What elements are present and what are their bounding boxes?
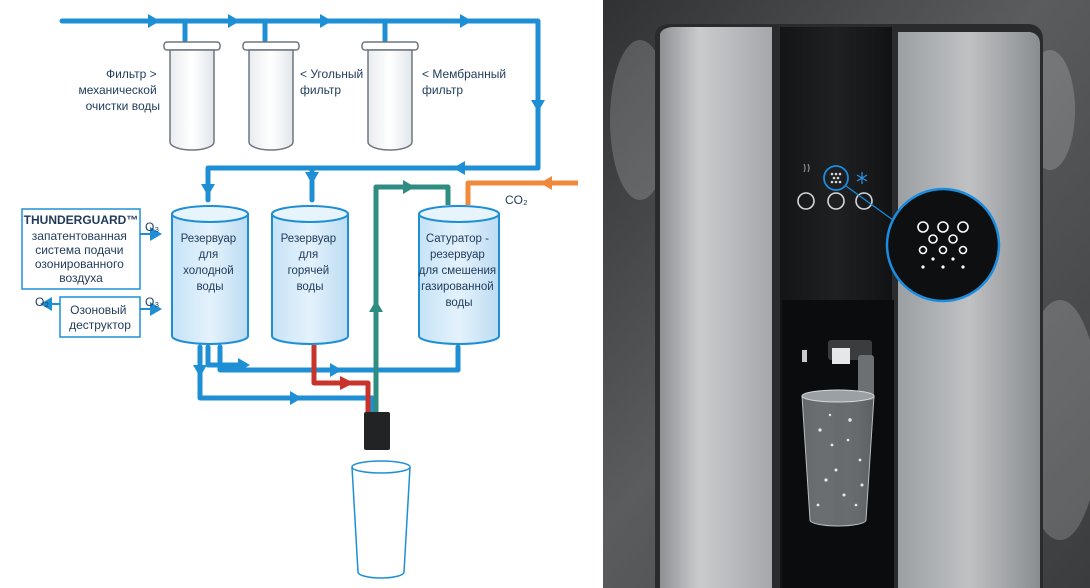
ozone-destructor-box: Озоновый деструктор [59, 296, 141, 338]
tank-hot [271, 205, 349, 345]
filter-mechanical [163, 41, 221, 151]
filter-carbon [242, 41, 300, 151]
co2-arrow [540, 176, 552, 190]
sparkling-icon-zoomed [917, 221, 969, 255]
hot-water-arrow [340, 376, 354, 390]
sparkling-icon-dots [921, 257, 965, 269]
cold-water-button[interactable] [855, 192, 873, 210]
filter-label-membrane: < Мембранный фильтр [422, 67, 509, 97]
sparkling-glass [801, 389, 875, 527]
tank-label-saturator: Сатуратор - резервуар для смешения газир… [419, 233, 500, 309]
dispense-nozzle [364, 412, 390, 450]
water-system-diagram: CO₂ Фильтр > механической очистки воды <… [21, 14, 578, 579]
faucet [828, 340, 874, 400]
destructor-ozone-label: O₃ [145, 295, 159, 309]
thunderguard-box: THUNDERGUARD™ запатентованная система по… [21, 208, 141, 290]
thunderguard-description: запатентованная система подачи озонирова… [32, 229, 130, 285]
right-side-panel [898, 32, 1040, 588]
zoom-connector [845, 185, 894, 221]
sparkling-arrow-right [403, 180, 415, 194]
thunderguard-title: THUNDERGUARD™ [24, 213, 139, 227]
left-side-panel [660, 27, 772, 588]
glass-outline [351, 460, 411, 579]
hot-water-button[interactable] [797, 192, 815, 210]
ozone-in-label: O₃ [145, 220, 159, 234]
filter-label-carbon: < Угольный фильтр [300, 67, 367, 97]
zoom-callout [885, 187, 1001, 303]
sparkling-water-button[interactable] [827, 192, 845, 210]
co2-label: CO₂ [505, 193, 528, 207]
cold-water-icon [856, 172, 868, 184]
product-photo [603, 0, 1090, 588]
sparkling-arrow-up [369, 300, 383, 312]
highlight-ring [823, 165, 849, 191]
tank-label-hot: Резервуар для горячей воды [281, 233, 340, 293]
indicator-light [802, 350, 807, 362]
tank-label-cold: Резервуар для холодной воды [181, 233, 240, 293]
oxygen-label: O₂ [35, 295, 49, 309]
filter-membrane [361, 41, 419, 151]
tank-cold [171, 205, 249, 345]
tank-saturator [418, 205, 500, 345]
water-arrows [40, 14, 545, 405]
ozone-destructor-label: Озоновый деструктор [69, 303, 131, 332]
sparkling-water-icon [830, 172, 842, 184]
filter-label-mechanical: Фильтр > механической очистки воды [78, 67, 160, 113]
hot-water-icon [803, 163, 810, 173]
